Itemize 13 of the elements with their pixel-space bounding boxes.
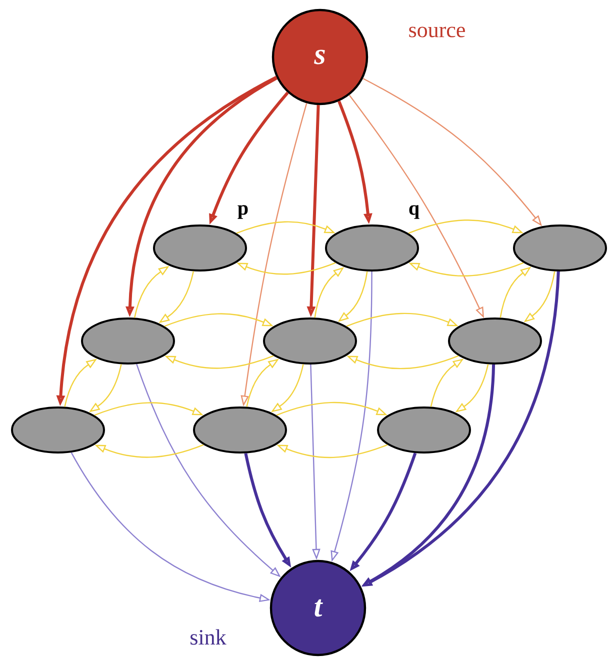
grid-node: [325, 224, 419, 272]
grid-node: [513, 224, 607, 272]
node-label: p: [238, 205, 248, 219]
grid-node: [448, 318, 542, 364]
grid-node: [263, 318, 357, 364]
grid-node: [153, 224, 247, 272]
node-label: q: [409, 205, 420, 219]
grid-node: [377, 406, 471, 454]
node-label: source: [409, 26, 465, 38]
grid-node: [193, 406, 287, 454]
grid-node: [81, 318, 175, 364]
node-label: sink: [190, 629, 226, 645]
grid-node: [11, 406, 105, 454]
